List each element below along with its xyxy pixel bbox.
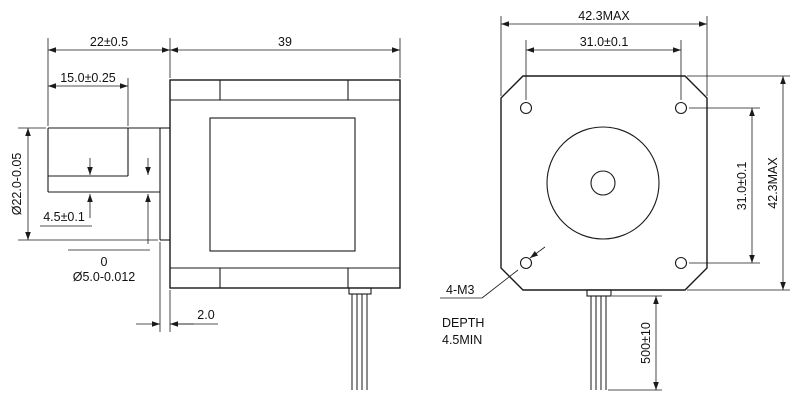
dim-flat-length-label: 15.0±0.25 bbox=[60, 71, 116, 85]
dim-hole-pitch-h-label: 31.0±0.1 bbox=[580, 35, 629, 49]
mounting-hole bbox=[674, 256, 688, 270]
dim-flat-depth: 4.5±0.1 bbox=[40, 158, 93, 227]
dim-boss-height: 2.0 bbox=[136, 308, 218, 327]
dim-hole-pitch-v-label: 31.0±0.1 bbox=[735, 162, 749, 211]
dim-height-max-label: 42.3MAX bbox=[766, 157, 780, 209]
dim-width-max-label: 42.3MAX bbox=[578, 9, 630, 23]
dim-boss-dia: Ø22.0-0.05 bbox=[10, 128, 31, 240]
dim-body-length-label: 39 bbox=[278, 35, 292, 49]
dim-shaft-length-label: 22±0.5 bbox=[90, 35, 128, 49]
dim-lead-length-label: 500±10 bbox=[639, 322, 653, 364]
dim-flat-length: 15.0±0.25 bbox=[48, 71, 128, 89]
boss-circle bbox=[546, 126, 660, 240]
lead-wires-side bbox=[348, 287, 372, 390]
dim-lead-length: 500±10 bbox=[639, 296, 659, 390]
dim-boss-dia-label: Ø22.0-0.05 bbox=[10, 153, 24, 216]
shaft-side bbox=[47, 127, 160, 193]
mounting-hole bbox=[519, 101, 533, 115]
side-view: 22±0.5 39 15.0±0.25 Ø22.0-0.05 4.5±0.1 bbox=[10, 35, 401, 390]
thread-depth-label: DEPTH bbox=[442, 316, 484, 330]
boss-flange bbox=[159, 127, 170, 241]
dim-shaft-tol-upper-label: 0 bbox=[101, 255, 108, 269]
shaft-circle bbox=[590, 170, 616, 196]
dim-shaft-dia: 0 Ø5.0-0.012 bbox=[68, 158, 151, 284]
mounting-hole bbox=[674, 101, 688, 115]
dim-boss-height-label: 2.0 bbox=[197, 308, 214, 322]
thread-callout: 4-M3 DEPTH 4.5MIN bbox=[440, 246, 546, 347]
dim-flat-depth-label: 4.5±0.1 bbox=[43, 210, 85, 224]
dim-shaft-length: 22±0.5 bbox=[48, 35, 170, 53]
front-view: 42.3MAX 31.0±0.1 31.0±0.1 42.3MAX 4-M3 D… bbox=[440, 9, 790, 391]
motor-face bbox=[500, 75, 708, 291]
motor-body-side bbox=[169, 79, 401, 289]
thread-depth-value: 4.5MIN bbox=[442, 333, 482, 347]
lead-wires-front bbox=[586, 289, 612, 390]
dim-width-max: 42.3MAX bbox=[501, 9, 707, 27]
dim-hole-pitch-h: 31.0±0.1 bbox=[526, 35, 681, 53]
mounting-hole bbox=[519, 256, 533, 270]
dim-hole-pitch-v: 31.0±0.1 bbox=[735, 108, 755, 263]
dim-height-max: 42.3MAX bbox=[766, 76, 786, 290]
thread-spec-label: 4-M3 bbox=[446, 283, 475, 297]
dim-shaft-dia-label: Ø5.0-0.012 bbox=[73, 270, 136, 284]
dim-body-length: 39 bbox=[170, 35, 400, 53]
mounting-holes bbox=[519, 101, 688, 270]
